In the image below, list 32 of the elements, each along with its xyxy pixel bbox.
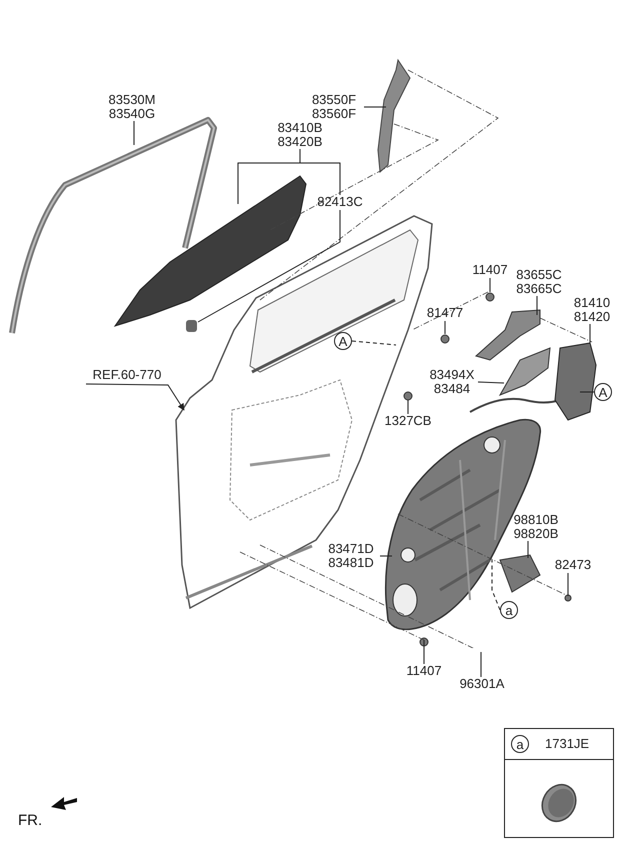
part-number: 1731JE (545, 736, 590, 751)
part-number: 83494X 83484 (426, 368, 478, 396)
leader-line (492, 560, 500, 610)
part-number: 83530M 83540G (102, 93, 162, 121)
part-number: 1327CB (380, 414, 436, 429)
part-number: 82473 (550, 558, 596, 573)
part-number: 11407 (401, 664, 447, 679)
front-direction-label: FR. (18, 812, 42, 829)
part-number: 83410B 83420B (270, 121, 330, 149)
part-number: 83471D 83481D (322, 542, 380, 570)
leader-line (444, 320, 446, 334)
leader-line (352, 340, 396, 346)
leader-line (198, 210, 340, 322)
detail-box (504, 728, 614, 838)
part-number: 81410 81420 (569, 296, 615, 324)
leader-line (364, 106, 386, 108)
part-number: 96301A (454, 677, 510, 692)
part-number: 81477 (422, 306, 468, 321)
leader-line (478, 382, 504, 384)
reference-marker: a (500, 601, 518, 619)
part-number: 83550F 83560F (304, 93, 364, 121)
part-number: 98810B 98820B (506, 513, 566, 541)
part-number: 11407 (467, 263, 513, 278)
leader-arrow (86, 384, 184, 411)
part-number: 82413C (312, 195, 368, 210)
leader-line (300, 148, 340, 196)
leader-line (480, 652, 482, 678)
reference-label: REF.60-770 (86, 368, 168, 384)
leader-line (536, 296, 538, 316)
reference-marker: a (511, 735, 529, 753)
reference-marker: A (594, 383, 612, 401)
part-number: 83655C 83665C (510, 268, 568, 296)
